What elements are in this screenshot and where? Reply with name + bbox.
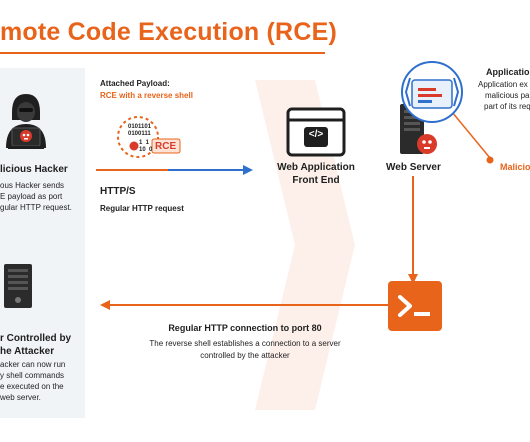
application-desc-2: malicious pa (485, 91, 530, 100)
code-glyph: </> (308, 129, 324, 140)
payload-badge-label: RCE (155, 141, 177, 152)
application-desc-3: part of its req (484, 102, 530, 111)
page-title: mote Code Execution (RCE) (0, 18, 337, 46)
terminal-icon (388, 281, 442, 331)
application-bubble-icon (401, 61, 463, 123)
title-underline (0, 52, 325, 54)
application-title: Applicatio (486, 67, 530, 77)
attacker-desc-3: e executed on the (0, 382, 64, 391)
background-chevron-shape (255, 80, 355, 410)
payload-binary-1: 0101101 (128, 124, 152, 130)
payload-title: Attached Payload: (100, 79, 170, 88)
reverse-connection-desc-2: controlled by the attacker (200, 351, 290, 360)
payload-binary-4: 10 0 (139, 147, 153, 153)
http-sublabel: Regular HTTP request (100, 204, 184, 213)
web-application-label-2: Front End (292, 175, 340, 186)
application-desc-1: Application ex (478, 80, 528, 89)
attacker-server-label-2: he Attacker (0, 346, 55, 357)
attacker-server-label-1: r Controlled by (0, 333, 72, 344)
payload-binary-3: 1 1 (139, 140, 150, 146)
attacker-desc-1: acker can now run (0, 360, 66, 369)
hacker-icon (6, 94, 46, 149)
reverse-connection-desc-1: The reverse shell establishes a connecti… (149, 339, 341, 348)
attacker-panel (0, 68, 85, 418)
payload-subtitle: RCE with a reverse shell (100, 91, 193, 100)
attacker-server-icon (4, 264, 32, 308)
web-application-label-1: Web Application (277, 162, 355, 173)
web-server-label: Web Server (386, 162, 441, 173)
hacker-label: licious Hacker (0, 164, 68, 175)
web-application-icon (286, 107, 346, 157)
reverse-connection-title: Regular HTTP connection to port 80 (168, 323, 322, 333)
rce-payload-graphic (117, 116, 181, 158)
http-label: HTTP/S (100, 186, 136, 197)
hacker-desc-3: gular HTTP request. (0, 203, 72, 212)
hacker-desc-2: E payload as port (0, 192, 63, 201)
malicious-label: Malicio (500, 162, 530, 172)
payload-binary-2: 0100111 (128, 131, 151, 137)
hacker-desc-1: ous Hacker sends (0, 181, 65, 190)
attacker-desc-4: web server. (0, 393, 41, 402)
attacker-desc-2: y shell commands (0, 371, 65, 380)
